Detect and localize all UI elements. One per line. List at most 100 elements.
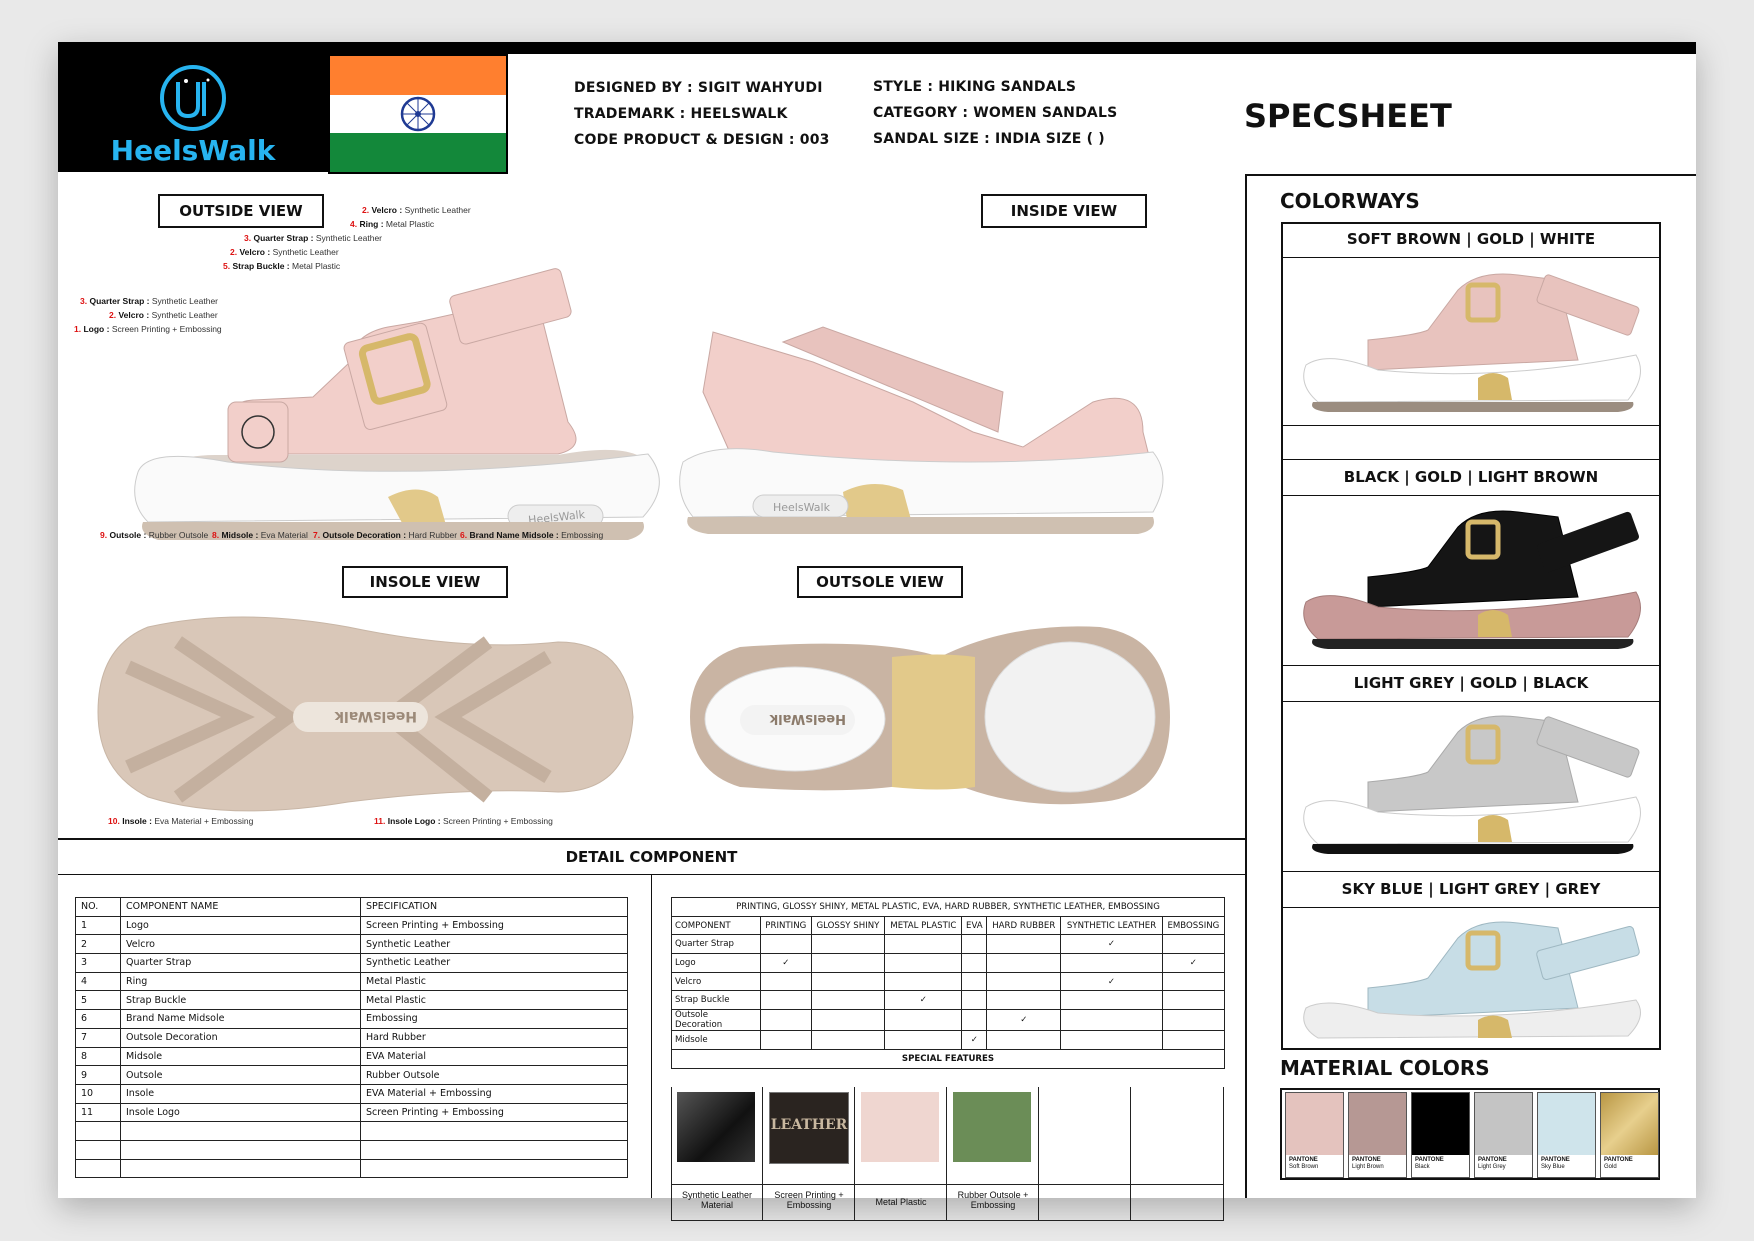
callout-outsole-decoration: 7. Outsole Decoration : Hard Rubber: [313, 530, 458, 540]
callout-strap-buckle: 5. Strap Buckle : Metal Plastic: [223, 261, 341, 271]
table-cell: Insole: [120, 1083, 361, 1104]
outside-view-drawing: HeelsWalk: [134, 268, 660, 540]
colorway-title: LIGHT GREY | GOLD | BLACK: [1281, 665, 1661, 702]
table-cell: Screen Printing + Embossing: [360, 915, 628, 936]
synthetic-leather-swatch: [677, 1092, 755, 1162]
header-specification: SPECIFICATION: [360, 897, 628, 917]
table-cell: Screen Printing + Embossing: [360, 1102, 628, 1123]
svg-text:HeelsWalk: HeelsWalk: [334, 708, 417, 724]
outsole-view-label: OUTSOLE VIEW: [797, 566, 963, 598]
table-cell: Brand Name Midsole: [120, 1009, 361, 1029]
table-header: EMBOSSING: [1161, 915, 1226, 936]
specsheet-page: HeelsWalk DESIGNED BY : SIGIT WAHYUDI TR…: [58, 42, 1696, 1221]
table-cell: Ring: [120, 971, 361, 992]
outsole-view-drawing: HeelsWalk: [690, 626, 1170, 805]
colorways-grid: [1281, 222, 1661, 1050]
table-row-empty: [75, 1139, 628, 1160]
table-cell: 6: [75, 1009, 121, 1029]
table-cell: 7: [75, 1027, 121, 1048]
table-header: COMPONENT: [671, 915, 761, 936]
svg-text:HeelsWalk: HeelsWalk: [769, 711, 846, 726]
metal-plastic-swatch: [861, 1092, 939, 1162]
table-cell: EVA Material: [360, 1046, 628, 1067]
callout-velcro-3: 2. Velcro : Synthetic Leather: [109, 310, 218, 320]
callout-logo: 1. Logo : Screen Printing + Embossing: [74, 324, 222, 334]
rubber-outsole-swatch: [953, 1092, 1031, 1162]
page-title: SPECSHEET: [1244, 97, 1452, 135]
table-header: PRINTING: [760, 915, 812, 936]
table-cell: 8: [75, 1046, 121, 1067]
feature-label: Rubber Outsole + Embossing: [957, 1190, 1029, 1210]
materials-table-title: PRINTING, GLOSSY SHINY, METAL PLASTIC, E…: [671, 897, 1225, 917]
divider: [58, 838, 1245, 840]
callout-brand-midsole: 6. Brand Name Midsole : Embossing: [460, 530, 604, 540]
table-cell: Rubber Outsole: [360, 1065, 628, 1085]
style: STYLE : HIKING SANDALS: [873, 79, 1077, 95]
colorway-title: SKY BLUE | LIGHT GREY | GREY: [1281, 871, 1661, 908]
colorway-sandal-2: [1303, 510, 1641, 649]
table-cell: 2: [75, 934, 121, 955]
table-header: EVA: [961, 915, 988, 936]
trademark: TRADEMARK : HEELSWALK: [574, 106, 788, 122]
table-row: Logo✓✓: [671, 953, 1226, 973]
callout-quarter-strap-2: 3. Quarter Strap : Synthetic Leather: [80, 296, 218, 306]
insole-view-drawing: HeelsWalk: [97, 616, 634, 812]
table-cell: Synthetic Leather: [360, 934, 628, 955]
india-flag: [328, 54, 508, 174]
table-cell: Hard Rubber: [360, 1027, 628, 1048]
callout-velcro-top: 2. Velcro : Synthetic Leather: [362, 205, 471, 215]
table-header: HARD RUBBER: [986, 915, 1062, 936]
inside-view-label: INSIDE VIEW: [981, 194, 1147, 228]
insole-view-label: INSOLE VIEW: [342, 566, 508, 598]
code-product: CODE PRODUCT & DESIGN : 003: [574, 132, 830, 148]
table-cell: 10: [75, 1083, 121, 1104]
brand-name: HeelsWalk: [110, 134, 276, 167]
callout-insole-logo: 11. Insole Logo : Screen Printing + Embo…: [374, 816, 553, 826]
outside-view-label: OUTSIDE VIEW: [158, 194, 324, 228]
table-cell: Embossing: [360, 1009, 628, 1029]
leather-badge-text: LEATHER: [770, 1117, 848, 1133]
table-cell: 11: [75, 1102, 121, 1123]
table-cell: 5: [75, 990, 121, 1011]
table-row-empty: [75, 1121, 628, 1141]
brand-logo: HeelsWalk: [58, 54, 328, 172]
divider: [58, 874, 1245, 875]
colorways-panel: [1245, 174, 1696, 1198]
table-cell: Synthetic Leather: [360, 953, 628, 973]
material-colors-title: MATERIAL COLORS: [1280, 1056, 1490, 1080]
callout-quarter-strap-1: 3. Quarter Strap : Synthetic Leather: [244, 233, 382, 243]
table-row: Velcro✓: [671, 971, 1226, 992]
colorway-title: BLACK | GOLD | LIGHT BROWN: [1281, 459, 1661, 496]
table-cell: 1: [75, 915, 121, 936]
table-header: GLOSSY SHINY: [810, 915, 886, 936]
table-cell: Insole Logo: [120, 1102, 361, 1123]
colorway-sandal-3: [1303, 715, 1641, 854]
table-cell: Velcro: [120, 934, 361, 955]
feature-label: Synthetic Leather Material: [681, 1190, 753, 1210]
table-row: Strap Buckle✓: [671, 990, 1226, 1011]
callout-midsole: 8. Midsole : Eva Material: [212, 530, 308, 540]
table-cell: 3: [75, 953, 121, 973]
callout-insole: 10. Insole : Eva Material + Embossing: [108, 816, 254, 826]
heelswalk-logo-icon: [160, 65, 226, 131]
callout-ring: 4. Ring : Metal Plastic: [350, 219, 435, 229]
table-row-empty: [75, 1158, 628, 1179]
table-cell: EVA Material + Embossing: [360, 1083, 628, 1104]
sandal-size: SANDAL SIZE : INDIA SIZE ( ): [873, 131, 1105, 147]
table-cell: Strap Buckle: [120, 990, 361, 1011]
table-row: Midsole✓: [671, 1030, 1226, 1050]
feature-label: Metal Plastic: [875, 1197, 927, 1207]
colorway-sandal-4: [1303, 921, 1641, 1039]
